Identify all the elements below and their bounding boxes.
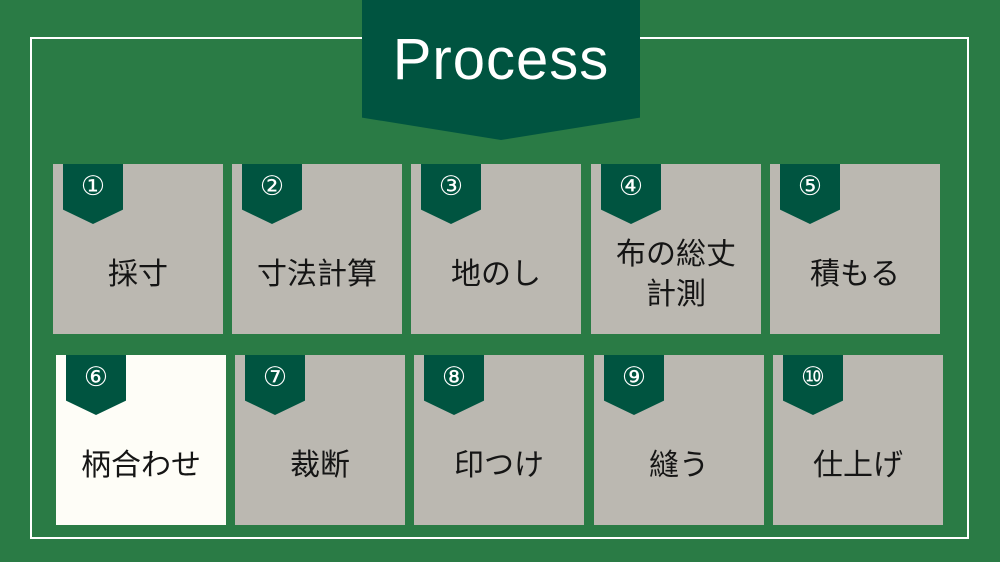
step-number-badge: ⑥ [66,355,126,415]
step-number: ④ [618,171,644,202]
step-label: 地のし [411,224,581,326]
step-card-9: ⑨ 縫う [594,355,764,525]
step-number: ⑨ [621,362,647,393]
page-title: Process [392,27,610,92]
step-number: ⑩ [800,362,826,393]
step-label: 縫う [594,415,764,517]
step-label: 寸法計算 [232,224,402,326]
step-label-line: 計測 [646,277,706,312]
step-number-badge: ④ [601,164,661,224]
step-number-badge: ① [63,164,123,224]
title-banner: Process [362,0,640,140]
step-number-badge: ⑩ [783,355,843,415]
step-number: ⑤ [797,171,823,202]
step-label-line: 柄合わせ [81,448,201,483]
step-card-3: ③ 地のし [411,164,581,334]
step-label: 布の総丈 計測 [591,224,761,326]
step-number-badge: ⑧ [424,355,484,415]
step-number: ⑦ [262,362,288,393]
step-label-line: 積もる [810,257,900,292]
step-card-6: ⑥ 柄合わせ [56,355,226,525]
step-number-badge: ③ [421,164,481,224]
step-label: 裁断 [235,415,405,517]
step-label-line: 布の総丈 [616,237,736,272]
step-number: ① [80,171,106,202]
step-label-line: 裁断 [290,448,350,483]
step-number: ⑧ [441,362,467,393]
step-card-10: ⑩ 仕上げ [773,355,943,525]
step-label: 仕上げ [773,415,943,517]
step-label-line: 仕上げ [813,448,903,483]
step-number: ⑥ [83,362,109,393]
step-label-line: 寸法計算 [257,257,377,292]
step-label-line: 印つけ [454,448,544,483]
step-card-8: ⑧ 印つけ [414,355,584,525]
step-number-badge: ⑤ [780,164,840,224]
step-number-badge: ② [242,164,302,224]
step-card-1: ① 採寸 [53,164,223,334]
step-label-line: 縫う [649,448,709,483]
step-label: 採寸 [53,224,223,326]
step-number: ③ [438,171,464,202]
step-label-line: 地のし [451,257,541,292]
step-label: 柄合わせ [56,415,226,517]
step-label-line: 採寸 [108,257,168,292]
step-label: 積もる [770,224,940,326]
step-number-badge: ⑦ [245,355,305,415]
step-number-badge: ⑨ [604,355,664,415]
step-number: ② [259,171,285,202]
step-card-4: ④ 布の総丈 計測 [591,164,761,334]
step-card-5: ⑤ 積もる [770,164,940,334]
step-label: 印つけ [414,415,584,517]
step-card-2: ② 寸法計算 [232,164,402,334]
step-card-7: ⑦ 裁断 [235,355,405,525]
